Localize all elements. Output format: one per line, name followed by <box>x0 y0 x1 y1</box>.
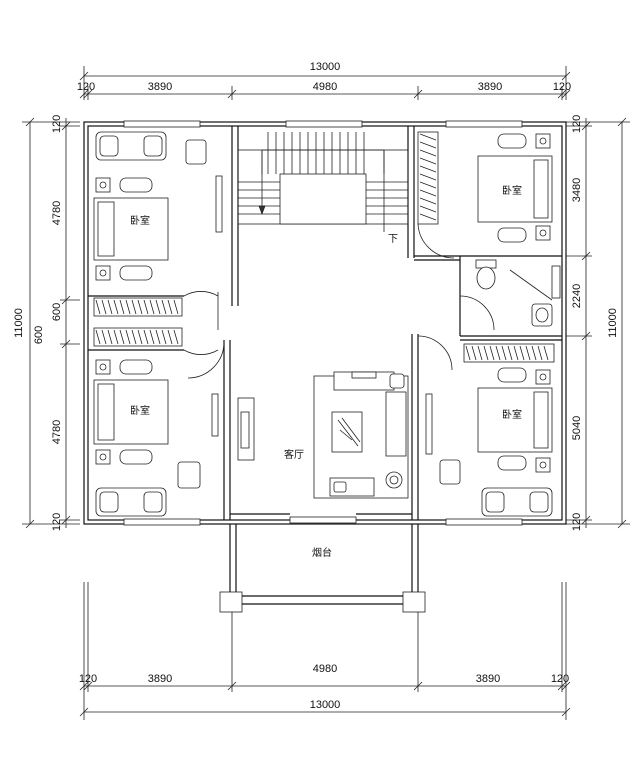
bedroom-left-upper: 卧室 <box>93 131 223 281</box>
dim-right-upper: 3480 <box>571 178 583 202</box>
bedroom-right-lower-label: 卧室 <box>502 408 522 421</box>
stair-treads-right <box>366 181 408 215</box>
dim-top-left-span: 3890 <box>148 81 172 93</box>
bedroom-right-upper-label: 卧室 <box>502 184 522 197</box>
dim-bottom-wall-left: 120 <box>79 673 97 685</box>
dim-right-lower: 5040 <box>571 416 583 440</box>
dim-top-mid-span: 4980 <box>313 81 337 93</box>
dim-top-total: 13000 <box>310 61 341 73</box>
dim-bottom-mid-span: 4980 <box>313 663 337 675</box>
dim-left-wall-top: 120 <box>51 115 63 133</box>
dim-top-wall-right: 120 <box>553 81 571 93</box>
bedroom-left-lower-label: 卧室 <box>130 404 150 417</box>
dim-left-wall-bottom: 120 <box>51 513 63 531</box>
stair-treads-left <box>238 181 280 215</box>
dim-right-wall-top: 120 <box>571 115 583 133</box>
stair-treads-top <box>261 132 385 174</box>
dim-left-mid-outer: 600 <box>33 326 45 344</box>
dim-right-mid: 2240 <box>571 284 583 308</box>
right-dimensions: 11000 120 3480 2240 5040 120 <box>566 115 630 531</box>
balcony-label: 烟台 <box>312 546 332 559</box>
bedroom-left-upper-label: 卧室 <box>130 214 150 227</box>
living-room-label: 客厅 <box>284 448 304 461</box>
bottom-dimensions: 120 3890 4980 3890 120 13000 <box>79 663 571 717</box>
dim-top-right-span: 3890 <box>478 81 502 93</box>
left-wardrobes <box>93 291 219 355</box>
bedroom-right-lower: 卧室 <box>417 335 555 517</box>
dim-bottom-left-span: 3890 <box>148 673 172 685</box>
bedroom-right-upper: 卧室 <box>417 131 553 259</box>
balcony: 烟台 <box>219 516 426 613</box>
dim-left-lower: 4780 <box>51 420 63 444</box>
dim-bottom-right-span: 3890 <box>476 673 500 685</box>
dim-right-wall-bottom: 120 <box>571 513 583 531</box>
staircase: 下 <box>237 132 409 245</box>
dim-bottom-wall-right: 120 <box>551 673 569 685</box>
dim-top-wall-left: 120 <box>77 81 95 93</box>
bedroom-left-lower: 卧室 <box>93 341 225 517</box>
dim-left-upper: 4780 <box>51 201 63 225</box>
dim-left-total: 11000 <box>13 308 25 338</box>
stair-down-label: 下 <box>388 234 398 245</box>
left-dimensions: 11000 120 4780 600 600 4780 120 <box>13 115 80 531</box>
dim-right-total: 11000 <box>607 308 619 338</box>
dim-bottom-total: 13000 <box>310 699 341 711</box>
bathroom <box>459 259 561 331</box>
dim-left-mid: 600 <box>51 303 63 321</box>
extension-lines <box>83 582 567 720</box>
living-room: 客厅 <box>237 371 409 499</box>
top-dimensions: 13000 120 3890 4980 3890 120 <box>77 61 571 100</box>
